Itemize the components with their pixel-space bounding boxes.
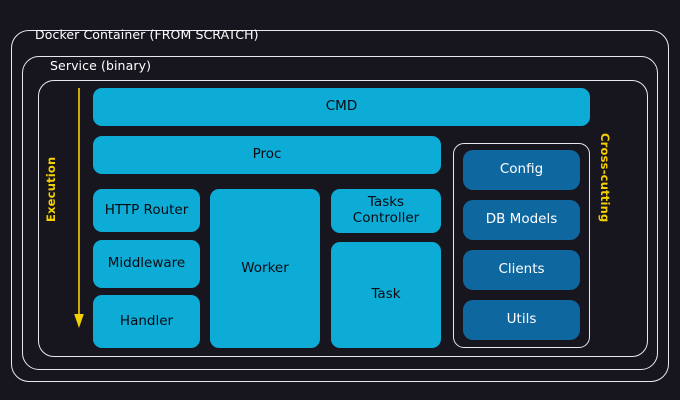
block-db-models[interactable]: DB Models [463, 200, 580, 240]
service-inner-boundary [38, 80, 648, 357]
block-proc[interactable]: Proc [93, 136, 441, 174]
block-worker[interactable]: Worker [210, 189, 320, 348]
block-utils[interactable]: Utils [463, 300, 580, 340]
service-boundary [22, 56, 658, 370]
block-middleware[interactable]: Middleware [93, 240, 200, 288]
crosscutting-label: Cross-cutting [598, 133, 612, 223]
service-label: Service (binary) [50, 58, 152, 73]
block-task[interactable]: Task [331, 242, 441, 348]
block-cmd[interactable]: CMD [93, 88, 590, 126]
crosscutting-panel-boundary [453, 143, 590, 348]
execution-label: Execution [44, 156, 58, 222]
docker-container-boundary [11, 30, 669, 382]
block-clients[interactable]: Clients [463, 250, 580, 290]
block-http-router[interactable]: HTTP Router [93, 189, 200, 232]
docker-container-label: Docker Container (FROM SCRATCH) [35, 27, 259, 42]
block-handler[interactable]: Handler [93, 295, 200, 348]
block-config[interactable]: Config [463, 150, 580, 190]
execution-arrow-icon [74, 88, 84, 328]
